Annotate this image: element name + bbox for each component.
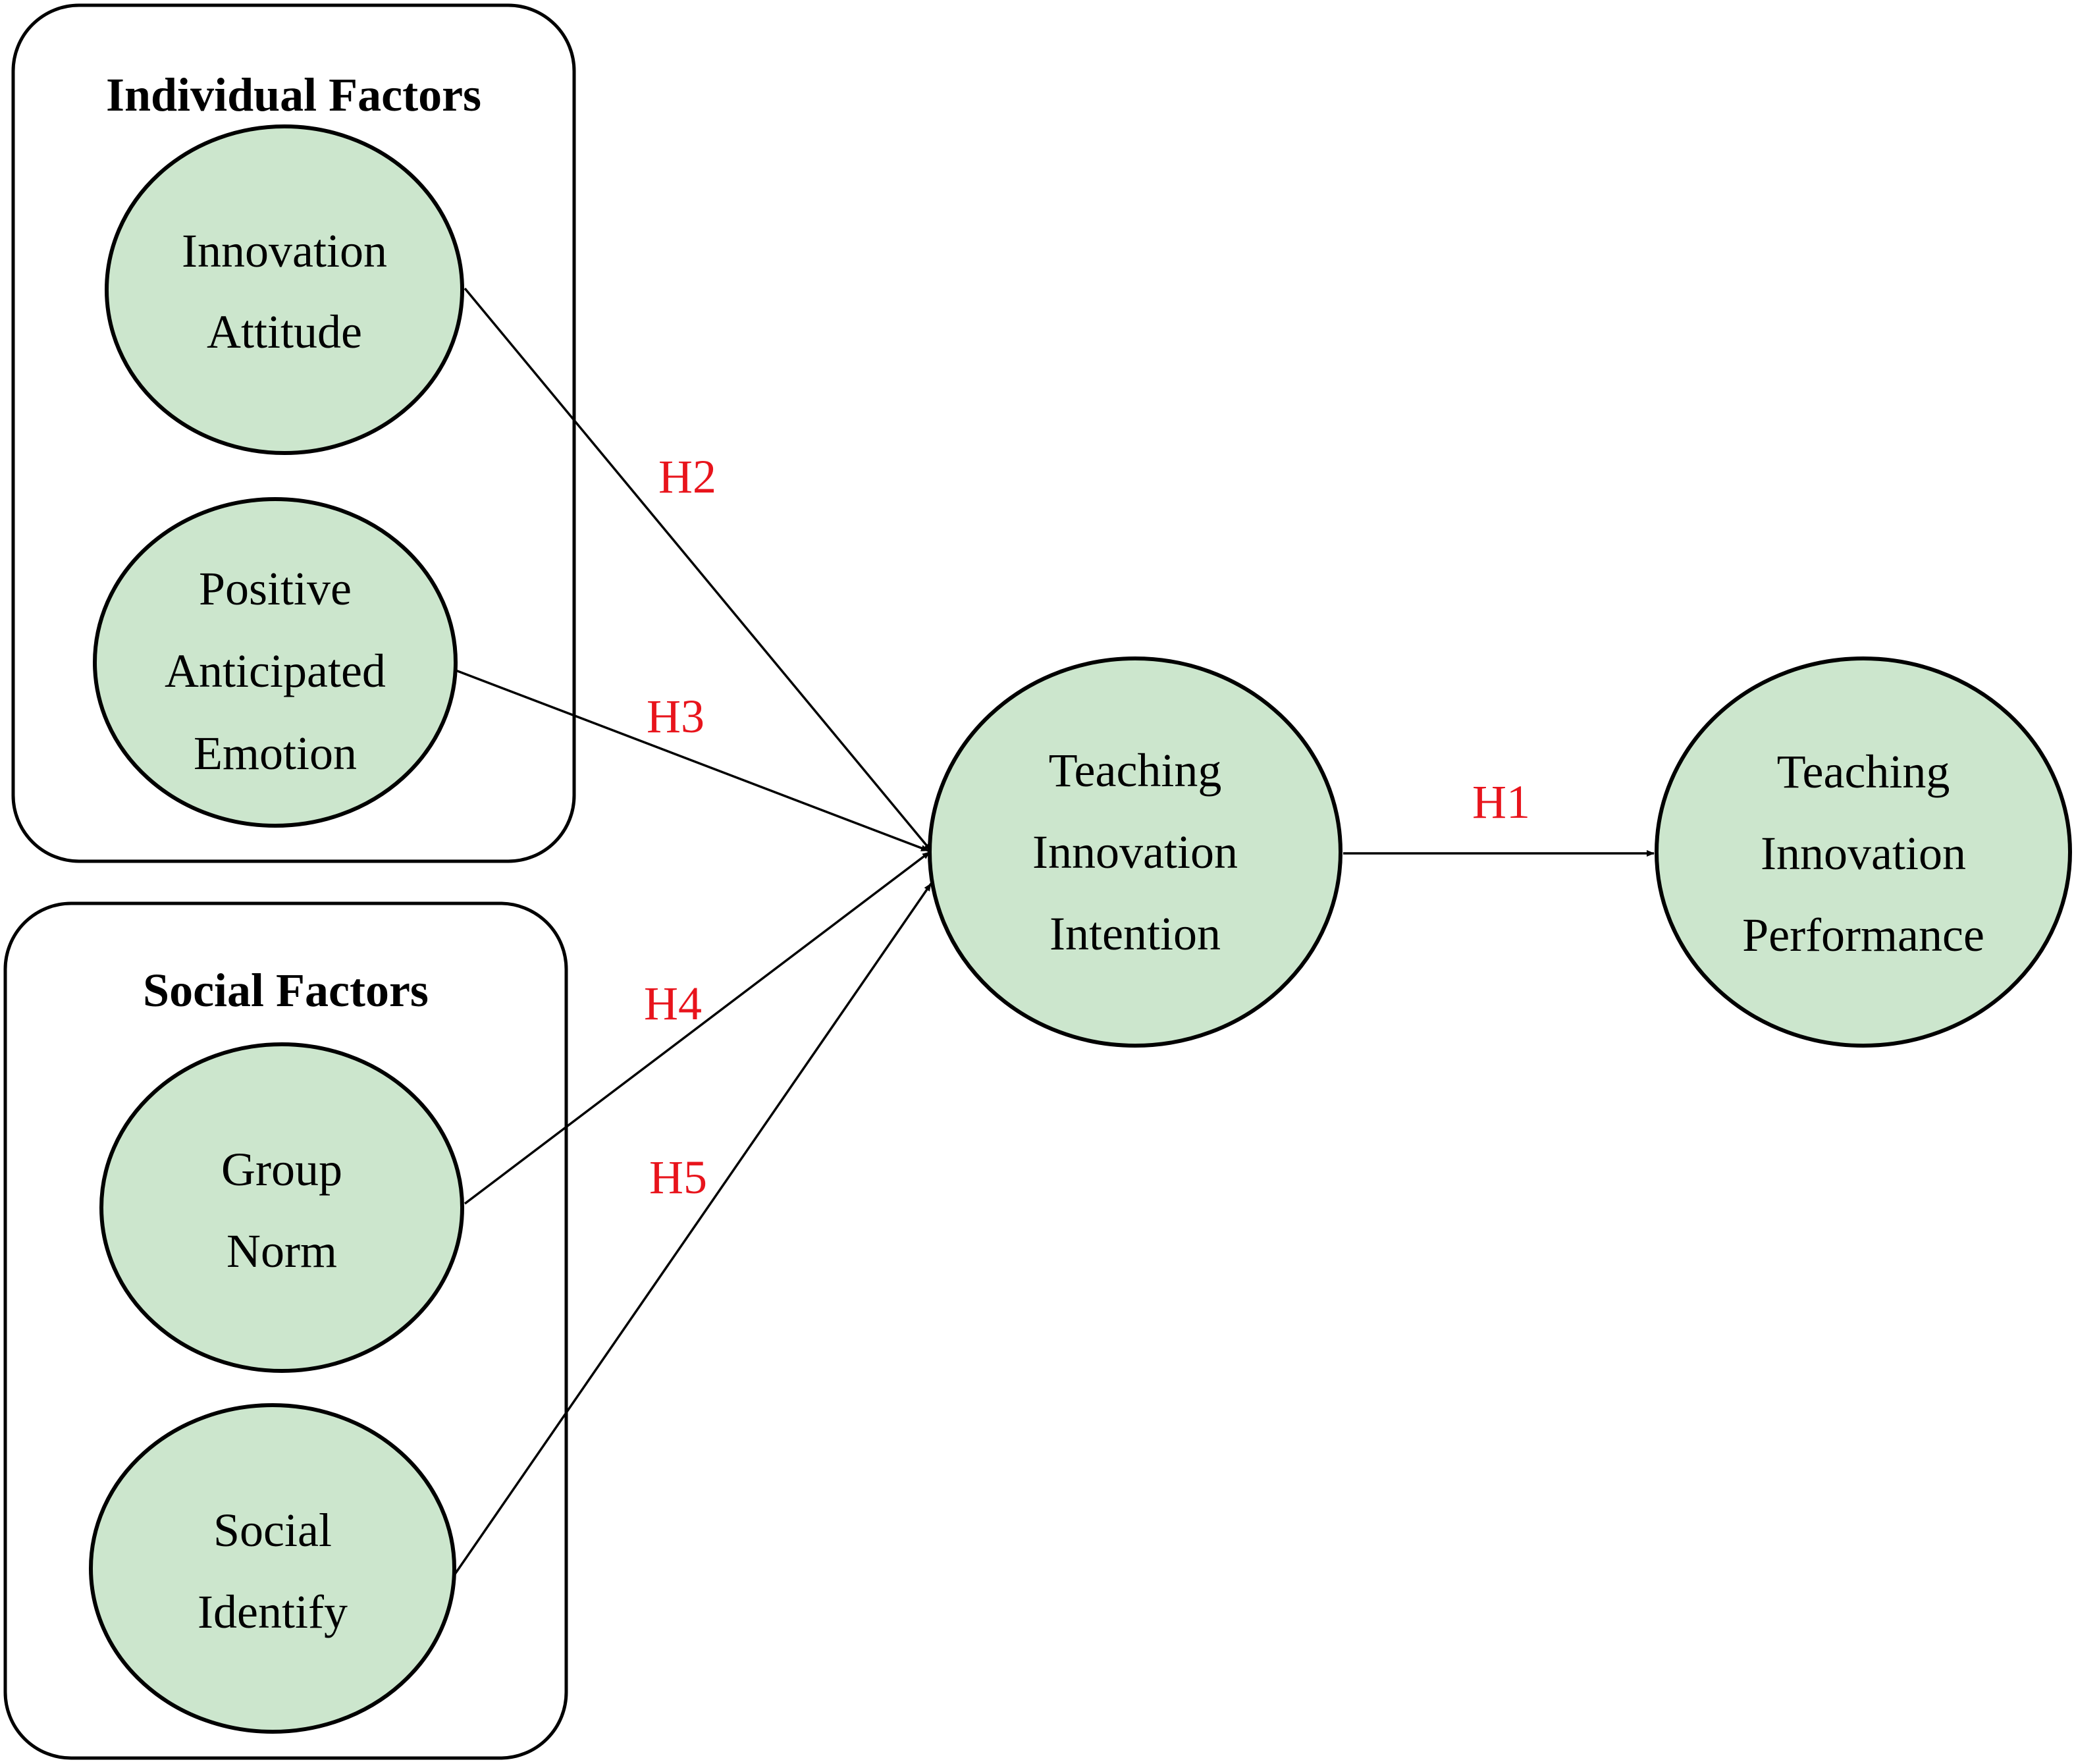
edge-h3 (455, 669, 929, 852)
label-h5: H5 (649, 1151, 707, 1204)
node-label-line: Innovation (1032, 826, 1238, 878)
edge-h2 (464, 287, 932, 852)
node-label-line: Performance (1742, 909, 1984, 961)
node-label-line: Emotion (194, 727, 357, 780)
node-label-line: Innovation (182, 225, 387, 277)
node-label-line: Positive (199, 562, 352, 615)
label-h3: H3 (647, 690, 705, 743)
group-title-social: Social Factors (143, 964, 429, 1017)
node-label-line: Anticipated (165, 645, 386, 697)
node-teaching-innovation-intention: Teaching Innovation Intention (928, 656, 1343, 1048)
node-label-line: Teaching (1049, 744, 1222, 797)
label-h1: H1 (1472, 776, 1530, 828)
edges (453, 287, 1655, 1576)
node-label-line: Norm (226, 1225, 337, 1277)
node-group-norm: Group Norm (99, 1042, 464, 1373)
node-label-line: Attitude (207, 306, 362, 358)
edge-labels: H2 H3 H4 H5 H1 (644, 450, 1530, 1204)
group-title-individual: Individual Factors (106, 68, 481, 121)
node-label-line: Identify (198, 1586, 348, 1638)
node-positive-anticipated-emotion: Positive Anticipated Emotion (93, 497, 458, 828)
node-label-line: Intention (1050, 907, 1221, 960)
node-teaching-innovation-performance: Teaching Innovation Performance (1655, 656, 2072, 1048)
node-innovation-attitude: Innovation Attitude (105, 124, 464, 455)
edge-h4 (464, 851, 931, 1205)
edge-h5 (453, 883, 932, 1576)
node-label-line: Teaching (1777, 745, 1950, 798)
node-label-line: Innovation (1761, 827, 1966, 880)
label-h4: H4 (644, 977, 702, 1030)
node-social-identify: Social Identify (89, 1403, 456, 1734)
node-label-line: Social (213, 1504, 332, 1557)
node-label-line: Group (221, 1143, 342, 1196)
label-h2: H2 (658, 450, 716, 503)
